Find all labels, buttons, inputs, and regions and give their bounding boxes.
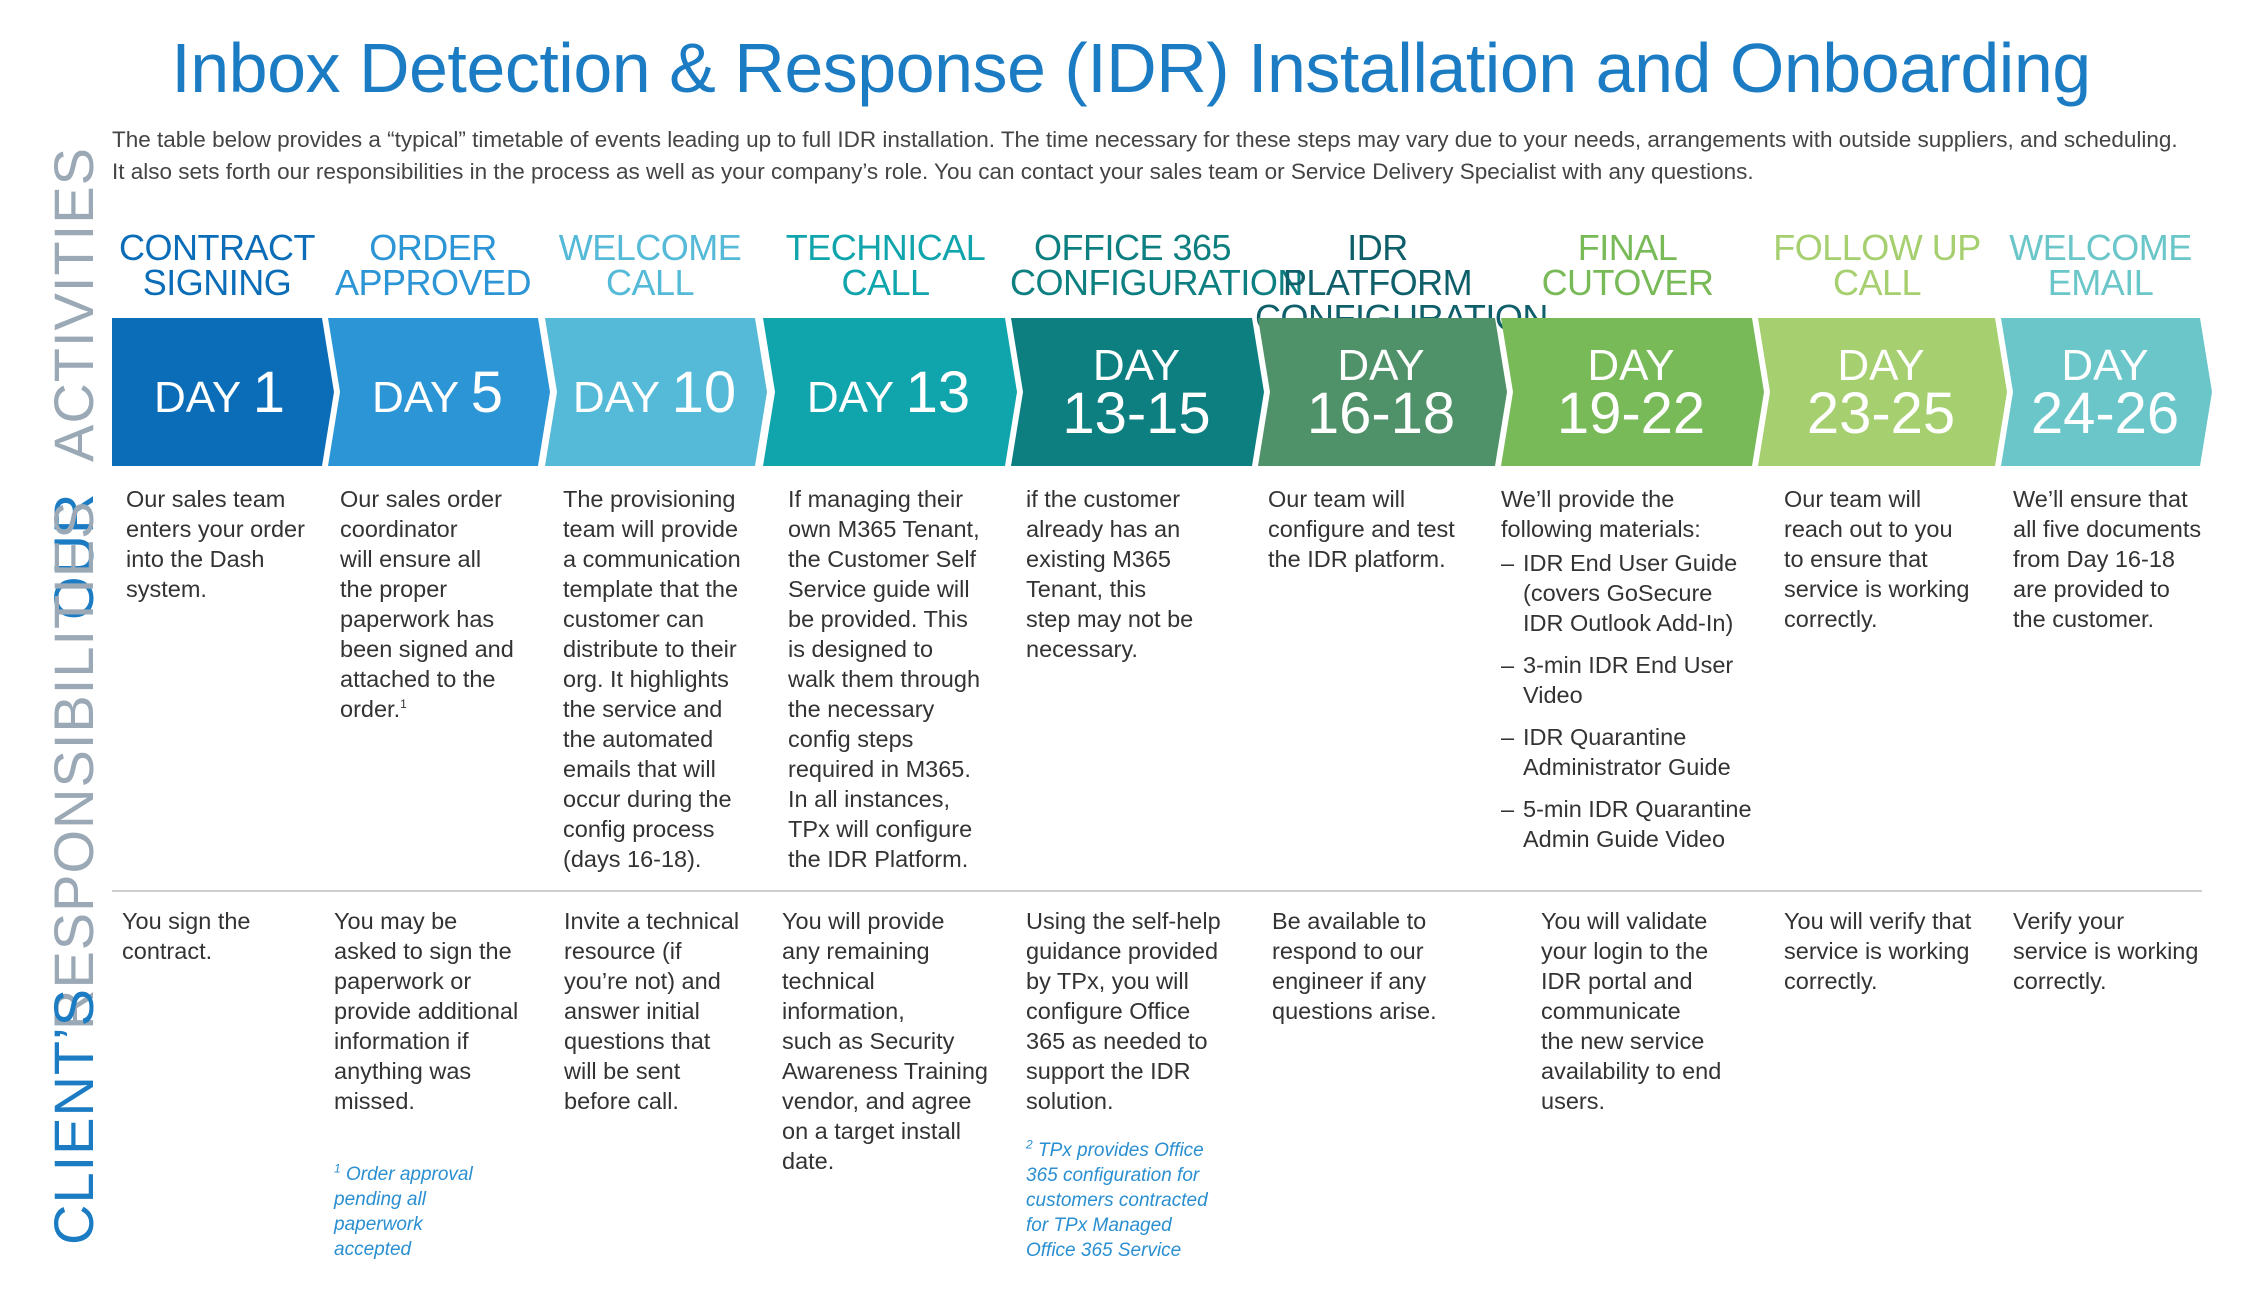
activity-label: FINAL CUTOVER — [1541, 227, 1714, 303]
day-word: DAY — [154, 372, 241, 422]
day-number: 16-18 — [1306, 381, 1456, 446]
our-responsibility: We’ll provide the following materials: –… — [1501, 484, 1761, 866]
activity-label: WELCOME EMAIL — [2009, 227, 2192, 303]
day-word: DAY — [1337, 341, 1425, 390]
section-divider — [112, 890, 2202, 892]
page-title: Inbox Detection & Response (IDR) Install… — [171, 29, 2091, 107]
our-responsibility: Our team will configure and test the IDR… — [1268, 486, 1455, 572]
chevron-step-2 — [328, 318, 550, 466]
client-responsibility: You will verify that service is working … — [1784, 908, 1972, 994]
day-number: 24-26 — [2030, 381, 2180, 446]
day-number: 13 — [905, 359, 971, 425]
our-responsibility: The provisioning team will provide a com… — [563, 486, 741, 872]
activity-label: OFFICE 365 CONFIGURATION — [1010, 227, 1303, 303]
chevron-step-9 — [2001, 318, 2212, 466]
chevron-step-4 — [763, 318, 1017, 466]
side-label-responsibilities: RESPONSIBILITIES — [42, 500, 105, 1031]
client-responsibility: Using the self-help guidance provided by… — [1026, 908, 1221, 1114]
day-number: 1 — [252, 359, 285, 425]
day-number: 5 — [470, 359, 503, 425]
day-word: DAY — [2061, 341, 2149, 390]
day-word: DAY — [572, 372, 660, 422]
day-word: DAY — [372, 372, 459, 422]
client-responsibility: You sign the contract. — [122, 908, 251, 964]
day-badge: DAY 13-15 — [1014, 318, 1259, 466]
day-badge: DAY 23-25 — [1761, 318, 2001, 466]
our-responsibility: if the customer already has an existing … — [1026, 486, 1194, 662]
chevron-step-7 — [1501, 318, 1764, 466]
day-badge: DAY 13 — [766, 318, 1011, 466]
materials-list: –IDR End User Guide (covers GoSecure IDR… — [1501, 548, 1761, 854]
day-number: 13-15 — [1062, 381, 1211, 446]
day-word: DAY — [1587, 341, 1675, 390]
list-item: –3-min IDR End User Video — [1501, 652, 1734, 708]
chevron-step-8 — [1758, 318, 2007, 466]
timeline-bar: DAY 1 DAY 5 DAY 10 DAY 13 DAY 13-15 DAY … — [0, 318, 2262, 466]
day-word: DAY — [1092, 341, 1181, 390]
client-responsibility: Verify your service is working correctly… — [2013, 908, 2199, 994]
activity-label: WELCOME CALL — [558, 227, 742, 303]
our-responsibility: If managing their own M365 Tenant, the C… — [788, 486, 981, 872]
list-item: –5-min IDR Quarantine Admin Guide Video — [1501, 796, 1752, 852]
activity-label: FOLLOW UP CALL — [1773, 227, 1981, 303]
day-word: DAY — [1837, 341, 1925, 390]
footnote-reference: 1 — [400, 697, 407, 712]
list-item: –IDR End User Guide (covers GoSecure IDR… — [1501, 550, 1738, 636]
intro-paragraph: The table below provides a “typical” tim… — [112, 127, 2178, 184]
activity-label: ORDER APPROVED — [334, 227, 532, 303]
client-responsibility: You may be asked to sign the paperwork o… — [334, 908, 519, 1114]
day-badge: DAY 1 — [112, 318, 327, 466]
side-label-clients: CLIENT’S — [42, 988, 105, 1245]
chevron-step-3 — [545, 318, 767, 466]
client-responsibility: You will validate your login to the IDR … — [1541, 908, 1722, 1114]
chevron-step-1 — [112, 318, 334, 466]
footnote-mark: 1 — [334, 1161, 341, 1176]
client-responsibility: Be available to respond to our engineer … — [1272, 908, 1437, 1024]
day-badge: DAY 5 — [330, 318, 545, 466]
day-word: DAY — [806, 372, 894, 422]
client-responsibility: You will provide any remaining technical… — [782, 908, 988, 1174]
activity-labels: CONTRACT SIGNING ORDER APPROVED WELCOME … — [0, 227, 2262, 336]
day-badge: DAY 10 — [547, 318, 762, 466]
chevron-step-5 — [1011, 318, 1264, 466]
our-responsibility: We’ll ensure that all five documents fro… — [2013, 486, 2202, 632]
day-number: 10 — [671, 359, 737, 425]
activity-label: CONTRACT SIGNING — [119, 227, 316, 303]
our-responsibility: Our sales order coordinator will ensure … — [340, 486, 514, 722]
day-number: 23-25 — [1806, 381, 1956, 446]
day-number: 19-22 — [1556, 381, 1706, 446]
day-badge: DAY 24-26 — [2004, 318, 2206, 466]
timeline-chevrons — [112, 318, 2212, 466]
footnote: 1 Order approval pending all paperwork a… — [334, 1161, 473, 1260]
chevron-step-6 — [1258, 318, 1507, 466]
day-badge: DAY 19-22 — [1504, 318, 1758, 466]
our-responsibility: Our team will reach out to you to ensure… — [1784, 486, 1970, 632]
list-item: –IDR Quarantine Administrator Guide — [1501, 724, 1731, 780]
day-badge: DAY 16-18 — [1261, 318, 1501, 466]
footnote-mark: 2 — [1026, 1137, 1033, 1152]
our-responsibility: Our sales team enters your order into th… — [126, 486, 305, 602]
footnote: 2 TPx provides Office 365 configuration … — [1026, 1137, 1208, 1261]
client-responsibility: Invite a technical resource (if you’re n… — [564, 908, 740, 1114]
activity-label: TECHNICAL CALL — [785, 227, 986, 303]
activity-label: IDR PLATFORM CONFIGURATION — [1255, 227, 1548, 338]
